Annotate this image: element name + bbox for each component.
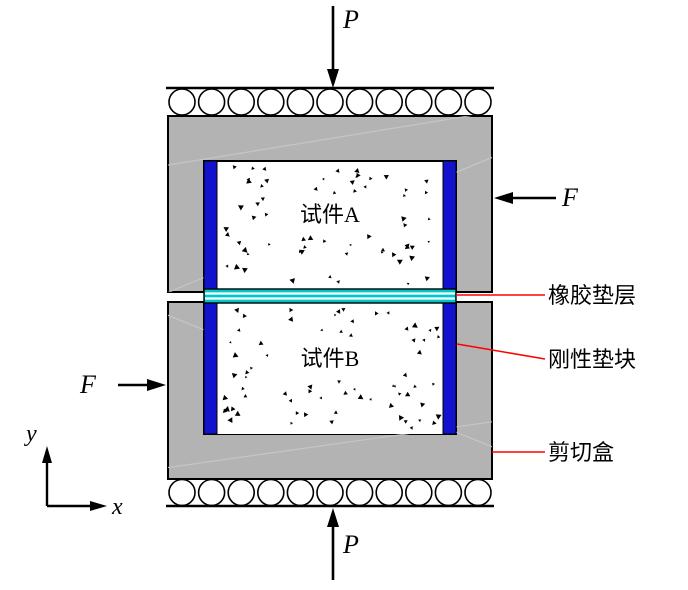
shear-box-annotation: 剪切盒 [548, 440, 614, 465]
roller-circle [345, 478, 374, 507]
specimen-a-label: 试件A [300, 202, 360, 227]
bottom-roller-row [168, 478, 492, 507]
roller-circle [227, 478, 255, 507]
bottom-load-label: P [342, 530, 359, 559]
roller-circle [375, 478, 404, 507]
rigid-pad-lower-right [442, 302, 457, 435]
left-force-arrow [118, 379, 166, 391]
x-axis-arrow [47, 501, 107, 511]
roller-circle [197, 478, 226, 507]
roller-circle [286, 478, 315, 507]
roller-circle [434, 478, 463, 507]
rubber-layer-annotation: 橡胶垫层 [548, 283, 636, 308]
specimen-b-label: 试件B [301, 346, 360, 371]
roller-circle [256, 478, 285, 507]
roller-circle [197, 88, 226, 116]
roller-circle [286, 88, 315, 116]
specimen-b [217, 303, 443, 434]
y-axis-arrow [42, 446, 52, 506]
right-force-arrow [494, 192, 556, 204]
top-load-label: P [342, 5, 359, 34]
roller-circle [404, 88, 433, 116]
roller-circle [375, 88, 404, 116]
roller-circle [345, 88, 374, 116]
right-force-label: F [561, 183, 579, 212]
rubber-layer [203, 288, 457, 304]
rigid-pad-lower-left [203, 302, 218, 435]
specimen-b-speckles [222, 307, 442, 430]
bottom-load-arrow [327, 508, 339, 580]
x-axis-label: x [111, 494, 123, 520]
roller-circle [316, 478, 344, 507]
roller-circle [464, 88, 492, 116]
top-roller-row [168, 88, 492, 116]
specimen-a-speckles [223, 165, 431, 286]
left-force-label: F [79, 370, 97, 399]
roller-circle [256, 88, 285, 116]
roller-circle [404, 478, 433, 507]
rigid-pad-annotation: 刚性垫块 [548, 347, 636, 372]
roller-circle [227, 88, 255, 116]
roller-circle [434, 88, 463, 116]
top-load-arrow [327, 6, 339, 88]
roller-circle [168, 478, 196, 507]
y-axis-label: y [24, 421, 37, 447]
rigid-pad-upper-left [203, 160, 218, 291]
rigid-pad-leader-line [456, 343, 546, 360]
roller-circle [168, 88, 196, 116]
rigid-pad-upper-right [442, 160, 457, 291]
roller-circle [464, 478, 492, 507]
roller-circle [316, 88, 344, 116]
